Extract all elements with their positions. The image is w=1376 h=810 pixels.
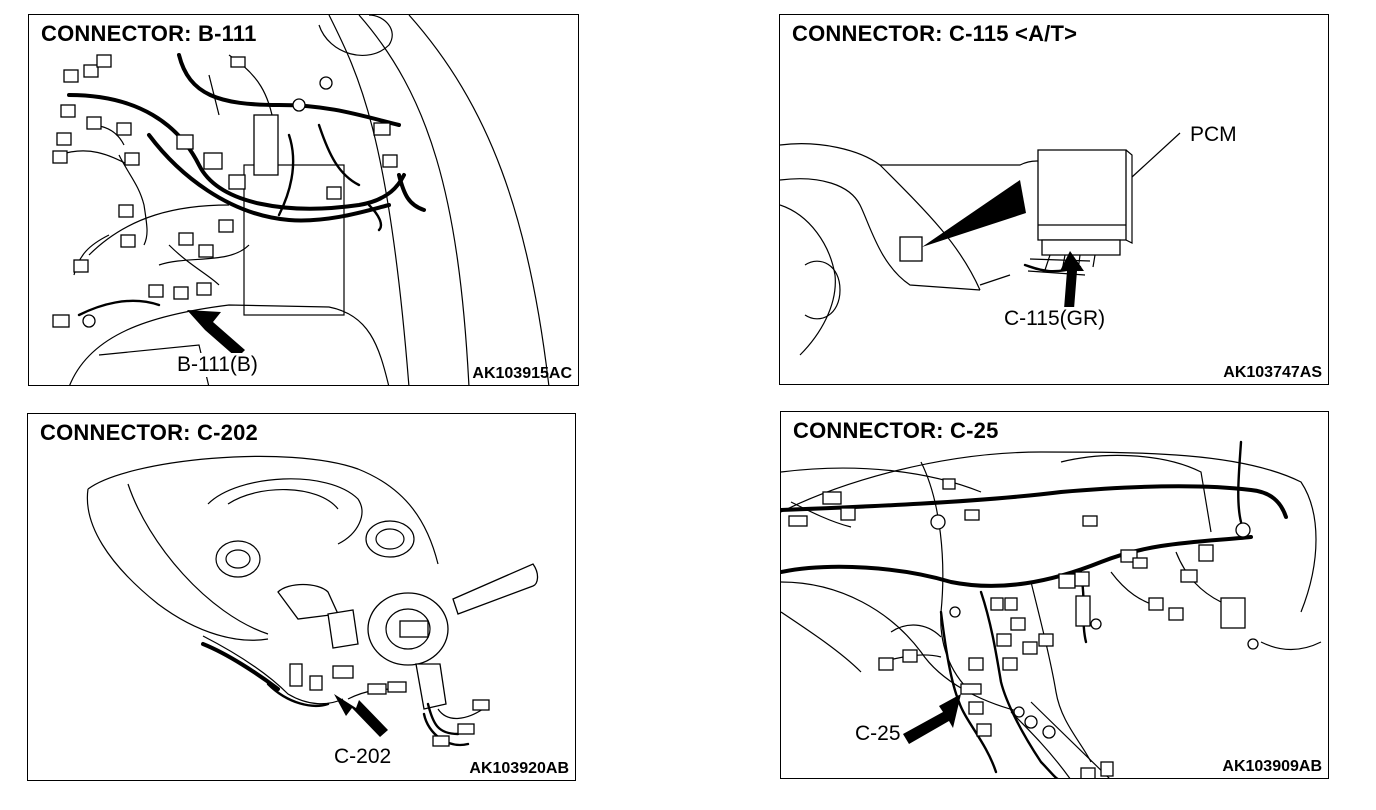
figure-code: AK103915AC	[472, 365, 572, 382]
panel-title: CONNECTOR: B-111	[41, 21, 261, 47]
panel-title: CONNECTOR: C-25	[793, 418, 1003, 444]
diagram-panel-b111: CONNECTOR: B-111 B-111(B) AK103915AC	[28, 14, 579, 386]
diagram-panel-c25: CONNECTOR: C-25 C-25 AK103909AB	[780, 411, 1329, 779]
panel-title: CONNECTOR: C-115 <A/T>	[792, 21, 1082, 47]
c202-steering-column-illustration	[86, 455, 539, 747]
diagram-panel-c202: CONNECTOR: C-202 C-202 AK103920AB	[27, 413, 576, 781]
connector-callout-label: B-111(B)	[177, 353, 258, 377]
figure-code: AK103920AB	[469, 760, 569, 777]
c115-pcm-illustration	[780, 132, 1181, 356]
diagram-panel-c115: CONNECTOR: C-115 <A/T> PCM C-115(GR) AK1…	[779, 14, 1329, 385]
figure-code: AK103747AS	[1223, 364, 1322, 381]
pcm-label: PCM	[1190, 123, 1237, 147]
b111-wiring-illustration	[52, 15, 550, 385]
connector-callout-label: C-202	[334, 745, 392, 769]
figure-code: AK103909AB	[1222, 758, 1322, 775]
panel-title: CONNECTOR: C-202	[40, 420, 262, 446]
connector-callout-label: C-115(GR)	[1004, 307, 1106, 331]
connector-callout-label: C-25	[855, 722, 901, 746]
c25-instrument-panel-illustration	[781, 440, 1322, 778]
